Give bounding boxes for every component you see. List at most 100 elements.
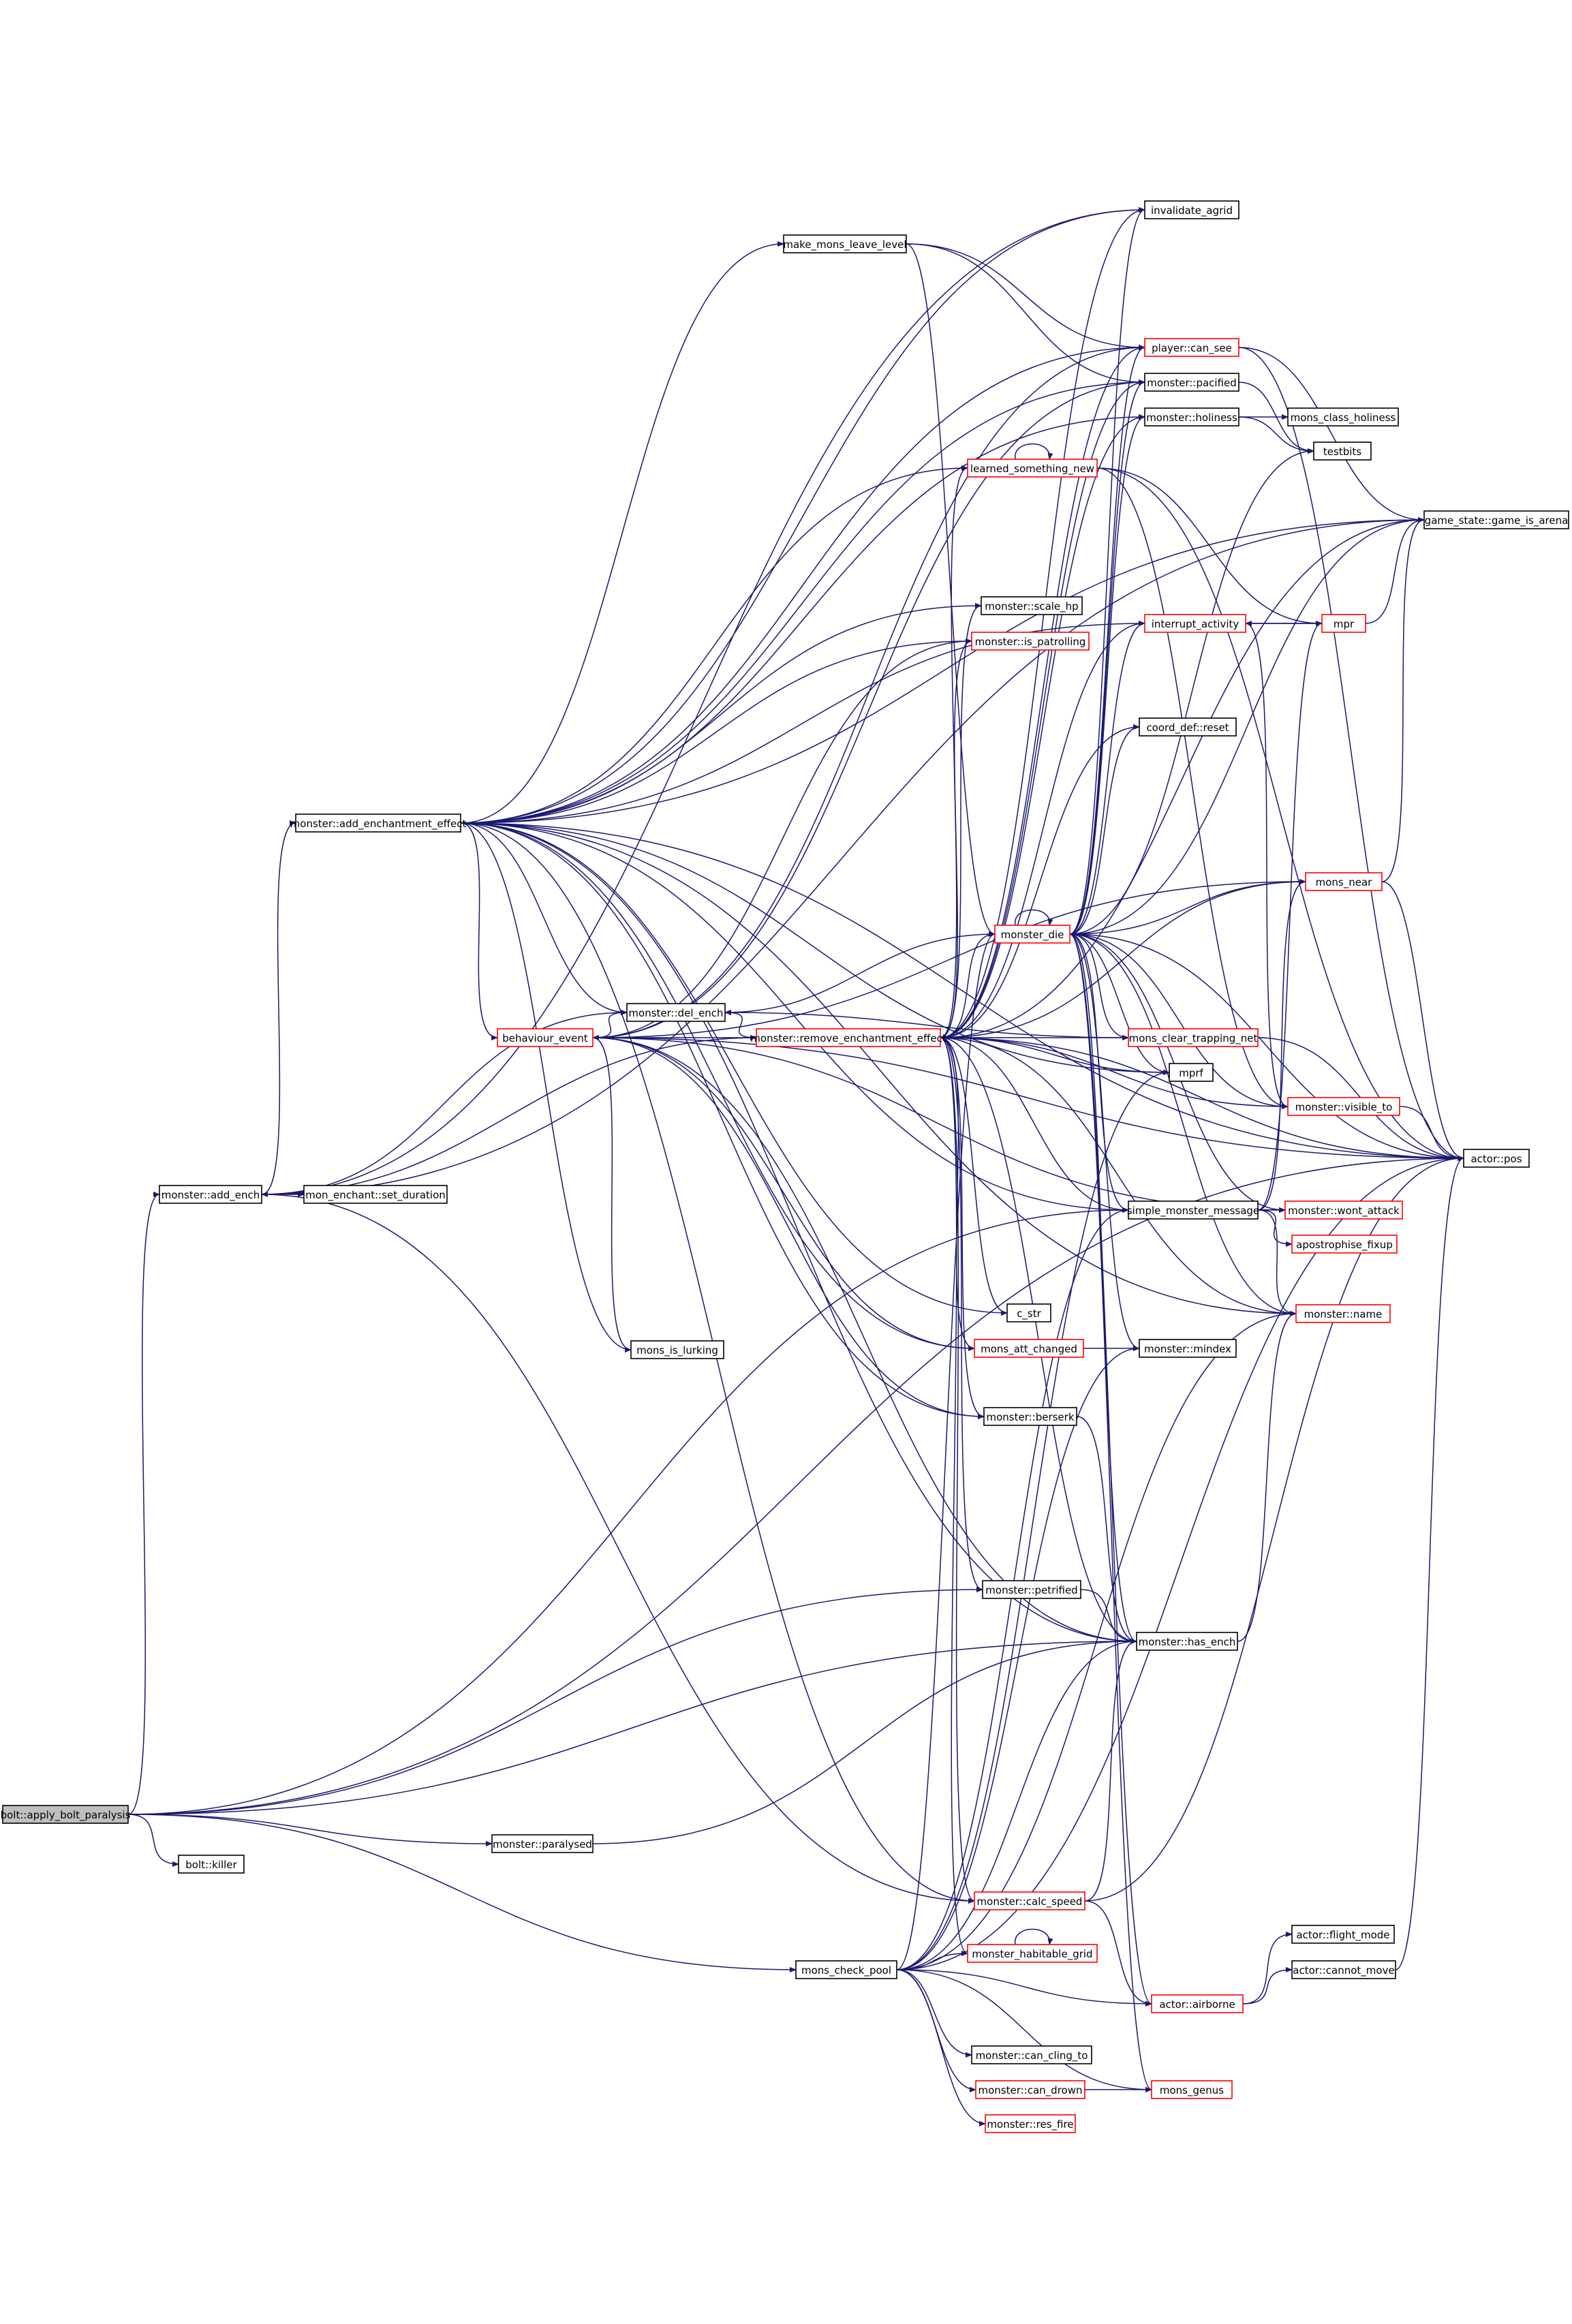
edge-monster_remove_enchantment_effect-to-learned_something_new xyxy=(940,465,968,1038)
edge-simple_monster_message-to-mons_near xyxy=(1257,879,1306,1211)
edge-monster_calc_speed-to-monster_has_ench xyxy=(1084,1639,1137,1902)
edge-monster_die-to-interrupt_activity xyxy=(1069,621,1145,935)
node-mons-is-lurking[interactable]: mons_is_lurking xyxy=(630,1340,724,1359)
node-monster-visible-to[interactable]: monster::visible_to xyxy=(1287,1097,1400,1116)
edge-monster_remove_enchantment_effect-to-mons_near xyxy=(940,879,1306,1038)
node-monster-name[interactable]: monster::name xyxy=(1295,1304,1391,1323)
node-apostrophise-fixup[interactable]: apostrophise_fixup xyxy=(1291,1235,1398,1254)
node-label: actor::airborne xyxy=(1159,1998,1235,2011)
node-box xyxy=(1006,1303,1051,1322)
edge-monster_add_ench-to-monster_add_enchantment_effect xyxy=(261,820,296,1195)
node-actor-pos[interactable]: actor::pos xyxy=(1463,1149,1530,1168)
node-monster-add-enchantment-effect[interactable]: monster::add_enchantment_effect xyxy=(290,814,467,833)
node-mons-clear-trapping-net[interactable]: mons_clear_trapping_net xyxy=(1128,1028,1259,1047)
node-monster-pacified[interactable]: monster::pacified xyxy=(1144,373,1239,392)
node-monster-petrified[interactable]: monster::petrified xyxy=(982,1580,1081,1599)
edge-monster_die-to-monster_visible_to xyxy=(1069,933,1289,1109)
node-mons-genus[interactable]: mons_genus xyxy=(1151,2080,1233,2099)
edge-monster_die-to-mprf xyxy=(1069,933,1170,1075)
node-monster-paralysed[interactable]: monster::paralysed xyxy=(491,1834,594,1853)
edge-bolt_apply_bolt_paralysis-to-mons_check_pool xyxy=(127,1814,797,1972)
edge-monster_add_enchantment_effect-to-monster_pacified xyxy=(460,379,1145,824)
node-box xyxy=(967,1944,1098,1963)
node-box xyxy=(491,1834,594,1853)
edge-actor_airborne-to-actor_flight_mode xyxy=(1242,1932,1293,2004)
node-monster-is-patrolling[interactable]: monster::is_patrolling xyxy=(971,632,1090,651)
node-label: monster::add_enchantment_effect xyxy=(290,818,467,831)
node-actor-flight-mode[interactable]: actor::flight_mode xyxy=(1291,1925,1395,1944)
node-monster-mindex[interactable]: monster::mindex xyxy=(1139,1339,1237,1358)
node-mprf[interactable]: mprf xyxy=(1169,1063,1214,1082)
node-monster-die[interactable]: monster_die xyxy=(994,925,1070,944)
node-box xyxy=(994,925,1070,944)
node-mon-enchant-set-duration[interactable]: mon_enchant::set_duration xyxy=(303,1185,448,1204)
node-mons-class-holiness[interactable]: mons_class_holiness xyxy=(1287,407,1399,427)
node-coord-def-reset[interactable]: coord_def::reset xyxy=(1139,717,1237,737)
node-monster-habitable-grid[interactable]: monster_habitable_grid xyxy=(967,1944,1098,1963)
node-monster-holiness[interactable]: monster::holiness xyxy=(1144,407,1239,427)
edge-learned_something_new-to-monster_visible_to xyxy=(1096,467,1289,1109)
node-box xyxy=(295,814,461,833)
node-monster-can-cling-to[interactable]: monster::can_cling_to xyxy=(971,2045,1092,2064)
node-actor-airborne[interactable]: actor::airborne xyxy=(1151,1994,1244,2013)
edge-mons_check_pool-to-monster_has_ench xyxy=(896,1639,1137,1970)
node-label: monster::visible_to xyxy=(1295,1101,1393,1114)
node-label: actor::cannot_move xyxy=(1293,1964,1394,1977)
edge-monster_remove_enchantment_effect-to-simple_monster_message xyxy=(940,1037,1129,1213)
node-box xyxy=(1463,1149,1530,1168)
edge-monster_del_ench-to-monster_remove_enchantment_effect xyxy=(724,1012,757,1040)
edge-learned_something_new-to-mpr xyxy=(1096,467,1323,626)
node-monster-del-ench[interactable]: monster::del_ench xyxy=(626,1003,726,1022)
node-monster-calc-speed[interactable]: monster::calc_speed xyxy=(974,1891,1085,1910)
node-mons-check-pool[interactable]: mons_check_pool xyxy=(795,1960,897,1979)
node-label: monster_habitable_grid xyxy=(972,1948,1092,1961)
edge-monster_die-to-monster_name xyxy=(1069,933,1297,1316)
node-testbits[interactable]: testbits xyxy=(1313,441,1372,461)
node-box xyxy=(981,596,1083,615)
node-box xyxy=(1144,200,1239,219)
edge-monster_add_ench-to-invalidate_agrid xyxy=(261,207,1145,1195)
node-monster-can-drown[interactable]: monster::can_drown xyxy=(975,2080,1085,2099)
node-box xyxy=(1136,1632,1238,1651)
node-player-can-see[interactable]: player::can_see xyxy=(1144,338,1239,357)
node-make-mons-leave-level[interactable]: make_mons_leave_level xyxy=(783,234,907,253)
node-label: bolt::apply_bolt_paralysis xyxy=(1,1809,131,1822)
node-monster-scale-hp[interactable]: monster::scale_hp xyxy=(981,596,1083,615)
node-box xyxy=(971,2045,1092,2064)
node-monster-res-fire[interactable]: monster::res_fire xyxy=(985,2114,1076,2133)
node-mons-att-changed[interactable]: mons_att_changed xyxy=(974,1339,1084,1358)
node-label: mons_near xyxy=(1316,876,1373,889)
node-label: monster::del_ench xyxy=(628,1007,723,1020)
node-label: player::can_see xyxy=(1152,342,1232,355)
edge-monster_add_ench-to-monster_del_ench xyxy=(261,1010,628,1195)
node-label: monster::mindex xyxy=(1144,1343,1231,1355)
edge-monster_add_enchantment_effect-to-monster_berserk xyxy=(460,822,985,1419)
node-game-state-game-is-arena[interactable]: game_state::game_is_arena xyxy=(1423,510,1569,529)
node-label: mons_clear_trapping_net xyxy=(1129,1032,1258,1045)
node-bolt-killer[interactable]: bolt::killer xyxy=(178,1855,245,1874)
node-interrupt-activity[interactable]: interrupt_activity xyxy=(1144,614,1246,633)
node-box xyxy=(1169,1063,1214,1082)
node-actor-cannot-move[interactable]: actor::cannot_move xyxy=(1291,1960,1396,1979)
node-label: simple_monster_message xyxy=(1127,1205,1259,1218)
node-label: game_state::game_is_arena xyxy=(1425,514,1569,527)
node-mpr[interactable]: mpr xyxy=(1321,614,1366,633)
edge-behaviour_event-to-player_can_see xyxy=(592,345,1145,1038)
node-monster-remove-enchantment-effect[interactable]: monster::remove_enchantment_effect xyxy=(750,1028,946,1047)
node-monster-berserk[interactable]: monster::berserk xyxy=(983,1407,1077,1426)
node-monster-has-ench[interactable]: monster::has_ench xyxy=(1136,1632,1238,1651)
edge-behaviour_event-to-monster_is_patrolling xyxy=(592,638,972,1038)
node-monster-wont-attack[interactable]: monster::wont_attack xyxy=(1284,1200,1403,1220)
node-mons-near[interactable]: mons_near xyxy=(1305,872,1383,891)
node-invalidate-agrid[interactable]: invalidate_agrid xyxy=(1144,200,1239,219)
node-label: mons_class_holiness xyxy=(1291,412,1396,424)
node-monster-add-ench[interactable]: monster::add_ench xyxy=(159,1185,262,1204)
node-bolt-apply-bolt-paralysis[interactable]: bolt::apply_bolt_paralysis xyxy=(1,1805,131,1824)
node-behaviour-event[interactable]: behaviour_event xyxy=(497,1028,594,1047)
edge-monster_add_enchantment_effect-to-game_state_game_is_arena xyxy=(460,517,1425,824)
node-simple-monster-message[interactable]: simple_monster_message xyxy=(1127,1200,1259,1220)
node-learned-something-new[interactable]: learned_something_new xyxy=(967,459,1098,478)
node-c-str[interactable]: c_str xyxy=(1006,1303,1051,1322)
node-label: mprf xyxy=(1179,1067,1203,1079)
edge-monster_visible_to-to-actor_pos xyxy=(1399,1106,1464,1161)
